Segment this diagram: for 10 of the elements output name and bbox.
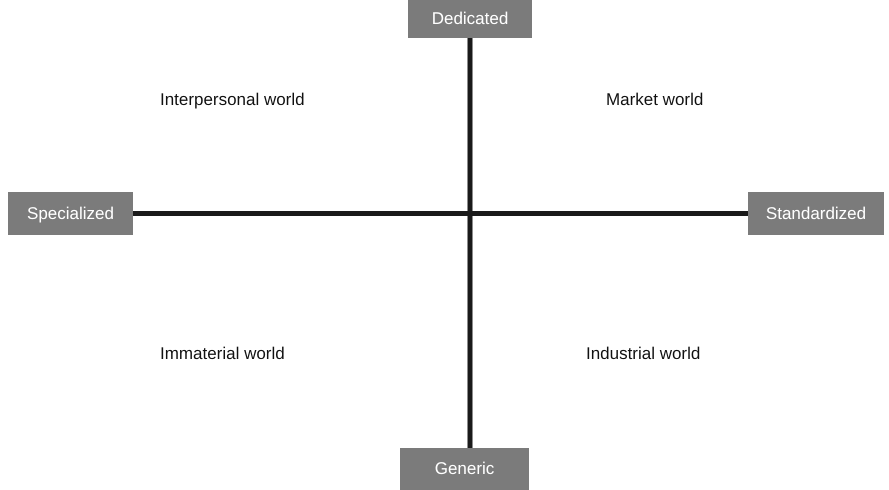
axis-line	[133, 211, 748, 216]
label-box: Generic	[400, 448, 529, 490]
quadrant-label: Immaterial world	[160, 344, 285, 364]
quadrant-label: Industrial world	[586, 344, 700, 364]
label-box: Dedicated	[408, 0, 532, 38]
quadrant-label: Interpersonal world	[160, 90, 305, 110]
axis-line	[468, 38, 472, 448]
label-box: Standardized	[748, 192, 884, 235]
label-box: Specialized	[8, 192, 133, 235]
quadrant-label: Market world	[606, 90, 704, 110]
